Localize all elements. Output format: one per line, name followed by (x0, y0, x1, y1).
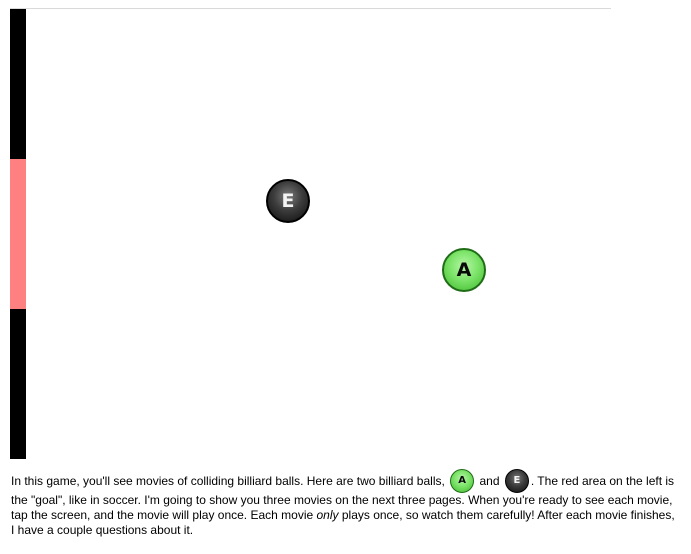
instructions-part2: . The red area on the left is the "goal"… (11, 474, 675, 522)
ball-a-label: A (456, 259, 472, 281)
inline-ball-e-icon: E (504, 468, 529, 493)
ball-a: A (442, 248, 486, 292)
left-wall-bottom (10, 309, 26, 459)
left-wall-top (10, 9, 26, 159)
game-stage[interactable]: E A (10, 8, 611, 459)
instructions-part1: In this game, you'll see movies of colli… (11, 474, 449, 488)
goal-area (10, 159, 26, 309)
inline-ball-a-icon: A (450, 468, 475, 493)
instructions-and: and (476, 474, 503, 488)
ball-e-label: E (281, 190, 295, 212)
ball-e: E (266, 179, 310, 223)
instructions-emphasis: only (316, 507, 339, 522)
instructions-part3: plays once, so watch them carefully! Aft… (11, 507, 675, 537)
instructions-text: In this game, you'll see movies of colli… (11, 468, 679, 538)
